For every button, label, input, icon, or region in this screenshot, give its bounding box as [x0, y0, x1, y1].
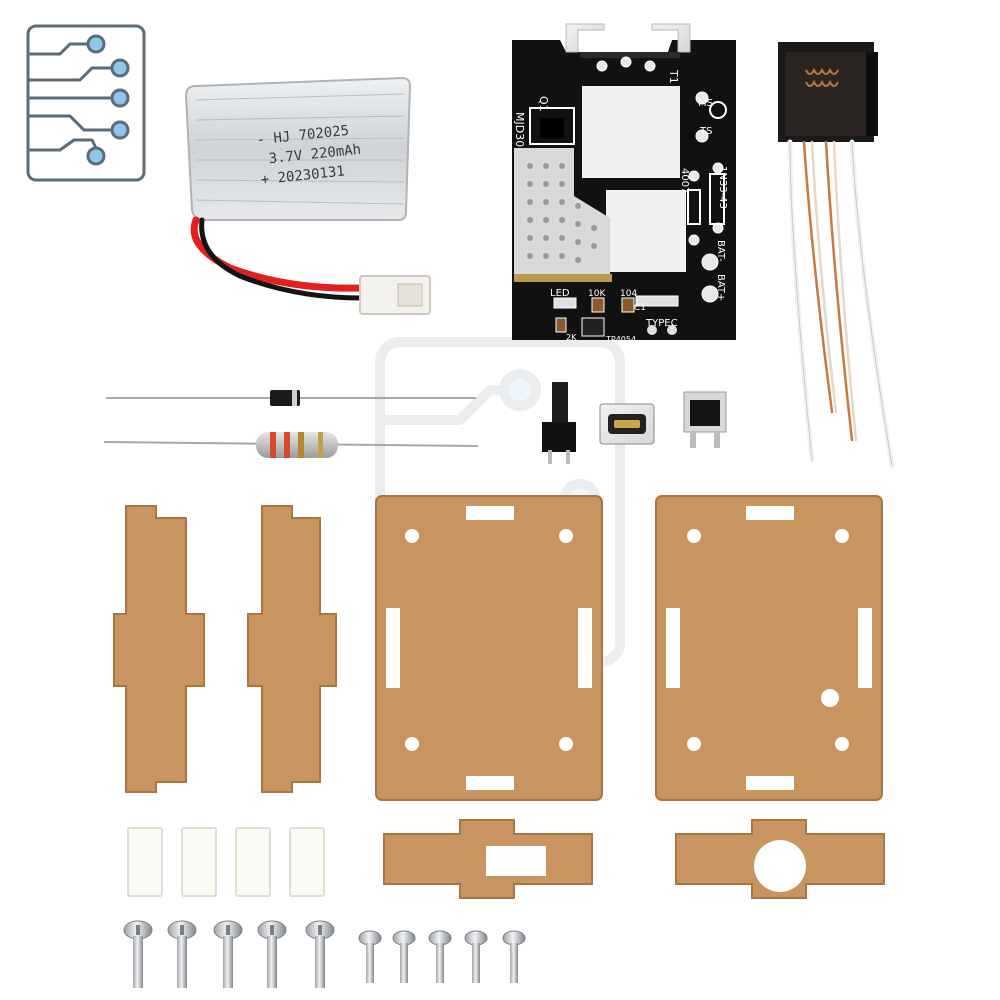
lipo-battery: - HJ 702025 3.7V 220mAh + 20230131 — [184, 76, 431, 315]
pcb-label-q1: Q1 — [537, 96, 550, 112]
pcb-label-ts: TS — [699, 126, 712, 137]
resistor — [103, 432, 479, 458]
acrylic-side-panel-left — [113, 505, 205, 793]
battery-wire-black — [199, 217, 365, 301]
driver-pcb: T1 Q1 MJD30 MS TS 4007 1N33-43 BAT- BAT+… — [512, 23, 736, 344]
pcb-label-ms: MS — [698, 98, 713, 109]
pcb-label-typec: TYPEC — [645, 318, 678, 329]
pcb-label-10k: 10K — [588, 289, 606, 299]
pcb-label-104: 104 — [620, 289, 637, 299]
pcb-label-mjd: MJD30 — [513, 112, 526, 147]
pcb-label-ic: TP4054 — [605, 335, 636, 344]
pcb-label-c1: C1 — [634, 303, 646, 313]
power-transistor — [683, 391, 727, 448]
pcb-label-t1: T1 — [667, 69, 680, 84]
battery-wire-red — [190, 216, 366, 292]
high-voltage-coil — [778, 42, 895, 469]
diode — [106, 390, 476, 406]
pcb-label-led: LED — [550, 288, 570, 299]
acrylic-end-panel-usb — [383, 819, 593, 899]
nylon-spacers — [127, 827, 325, 897]
acrylic-plate-left — [375, 495, 603, 801]
coil-lead-wires — [787, 139, 895, 469]
screws-large — [123, 920, 335, 988]
pcb-label-1n33: 1N33-43 — [717, 166, 728, 209]
pcb-label-bat-minus: BAT- — [715, 240, 726, 262]
push-button — [542, 382, 576, 464]
pcb-label-2k: 2K — [566, 333, 577, 342]
acrylic-plate-right — [655, 495, 883, 801]
screws-small — [358, 930, 526, 983]
usb-c-connector — [599, 403, 655, 445]
acrylic-side-panel-middle — [247, 505, 337, 793]
acrylic-end-panel-button — [675, 819, 885, 899]
pcb-label-4007: 4007 — [679, 168, 690, 193]
pcb-label-bat-plus: BAT+ — [715, 274, 726, 301]
circuit-logo-icon — [26, 24, 146, 182]
